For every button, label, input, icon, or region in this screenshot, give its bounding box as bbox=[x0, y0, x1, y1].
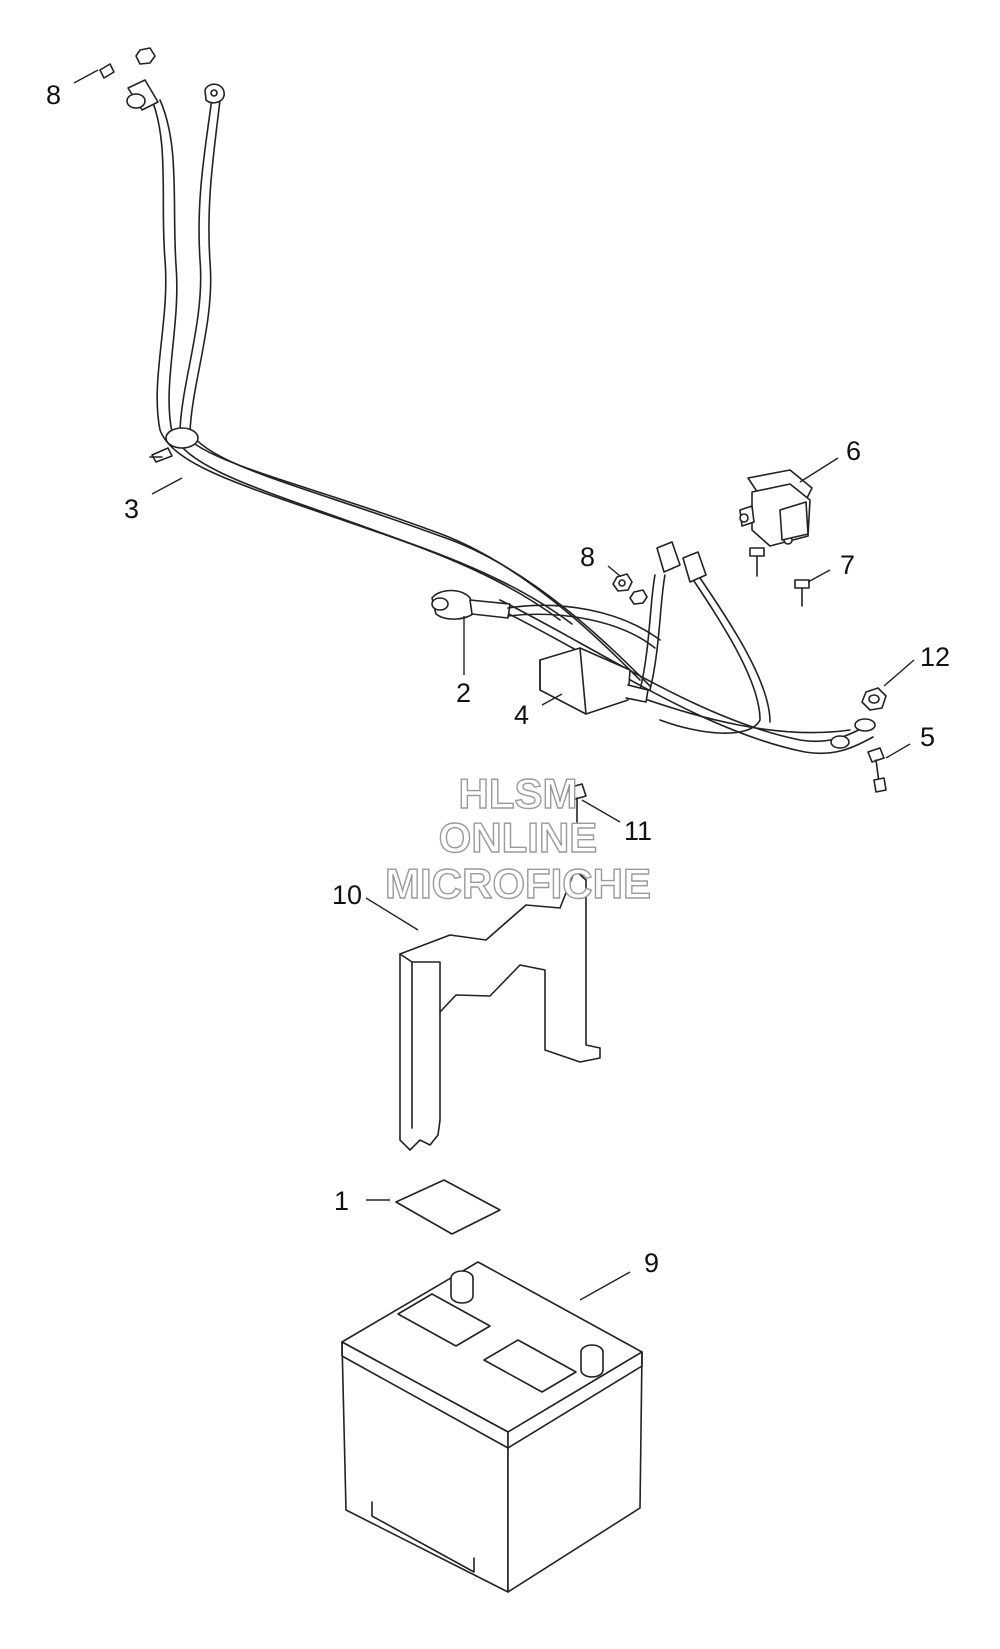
callout-11: 11 bbox=[624, 816, 652, 846]
callout-10: 10 bbox=[332, 880, 362, 910]
callout-1: 1 bbox=[334, 1186, 349, 1216]
watermark: HLSM ONLINE MICROFICHE bbox=[384, 769, 651, 907]
callout-5: 5 bbox=[920, 722, 935, 752]
battery-terminal-clamp bbox=[431, 589, 661, 649]
watermark-line2: ONLINE bbox=[439, 814, 598, 861]
callout-7: 7 bbox=[840, 550, 855, 580]
watermark-line3: MICROFICHE bbox=[385, 860, 651, 907]
callout-6: 6 bbox=[846, 436, 861, 466]
callout-2: 2 bbox=[456, 678, 471, 708]
leader-lines bbox=[73, 69, 915, 1301]
callout-3: 3 bbox=[124, 494, 139, 524]
callout-12: 12 bbox=[920, 642, 950, 672]
callout-labels: 8 3 6 8 7 2 12 4 5 11 10 1 9 bbox=[46, 80, 950, 1278]
battery-hold-down-bracket bbox=[399, 869, 601, 1151]
watermark-line1: HLSM bbox=[459, 770, 578, 817]
hardware-fasteners bbox=[99, 47, 887, 823]
battery-cable-harness bbox=[126, 79, 876, 755]
callout-4: 4 bbox=[514, 700, 529, 730]
starter-solenoid bbox=[739, 469, 813, 547]
battery bbox=[341, 1261, 643, 1593]
nut-8-mid-b bbox=[629, 589, 648, 605]
callout-8-mid: 8 bbox=[580, 542, 595, 572]
nut-8-hex-top bbox=[135, 47, 156, 65]
terminal-cover-boot bbox=[539, 647, 649, 715]
battery-label-decal bbox=[395, 1179, 501, 1235]
callout-8-top: 8 bbox=[46, 80, 61, 110]
nut-8-top bbox=[99, 63, 115, 79]
callout-9: 9 bbox=[644, 1248, 659, 1278]
